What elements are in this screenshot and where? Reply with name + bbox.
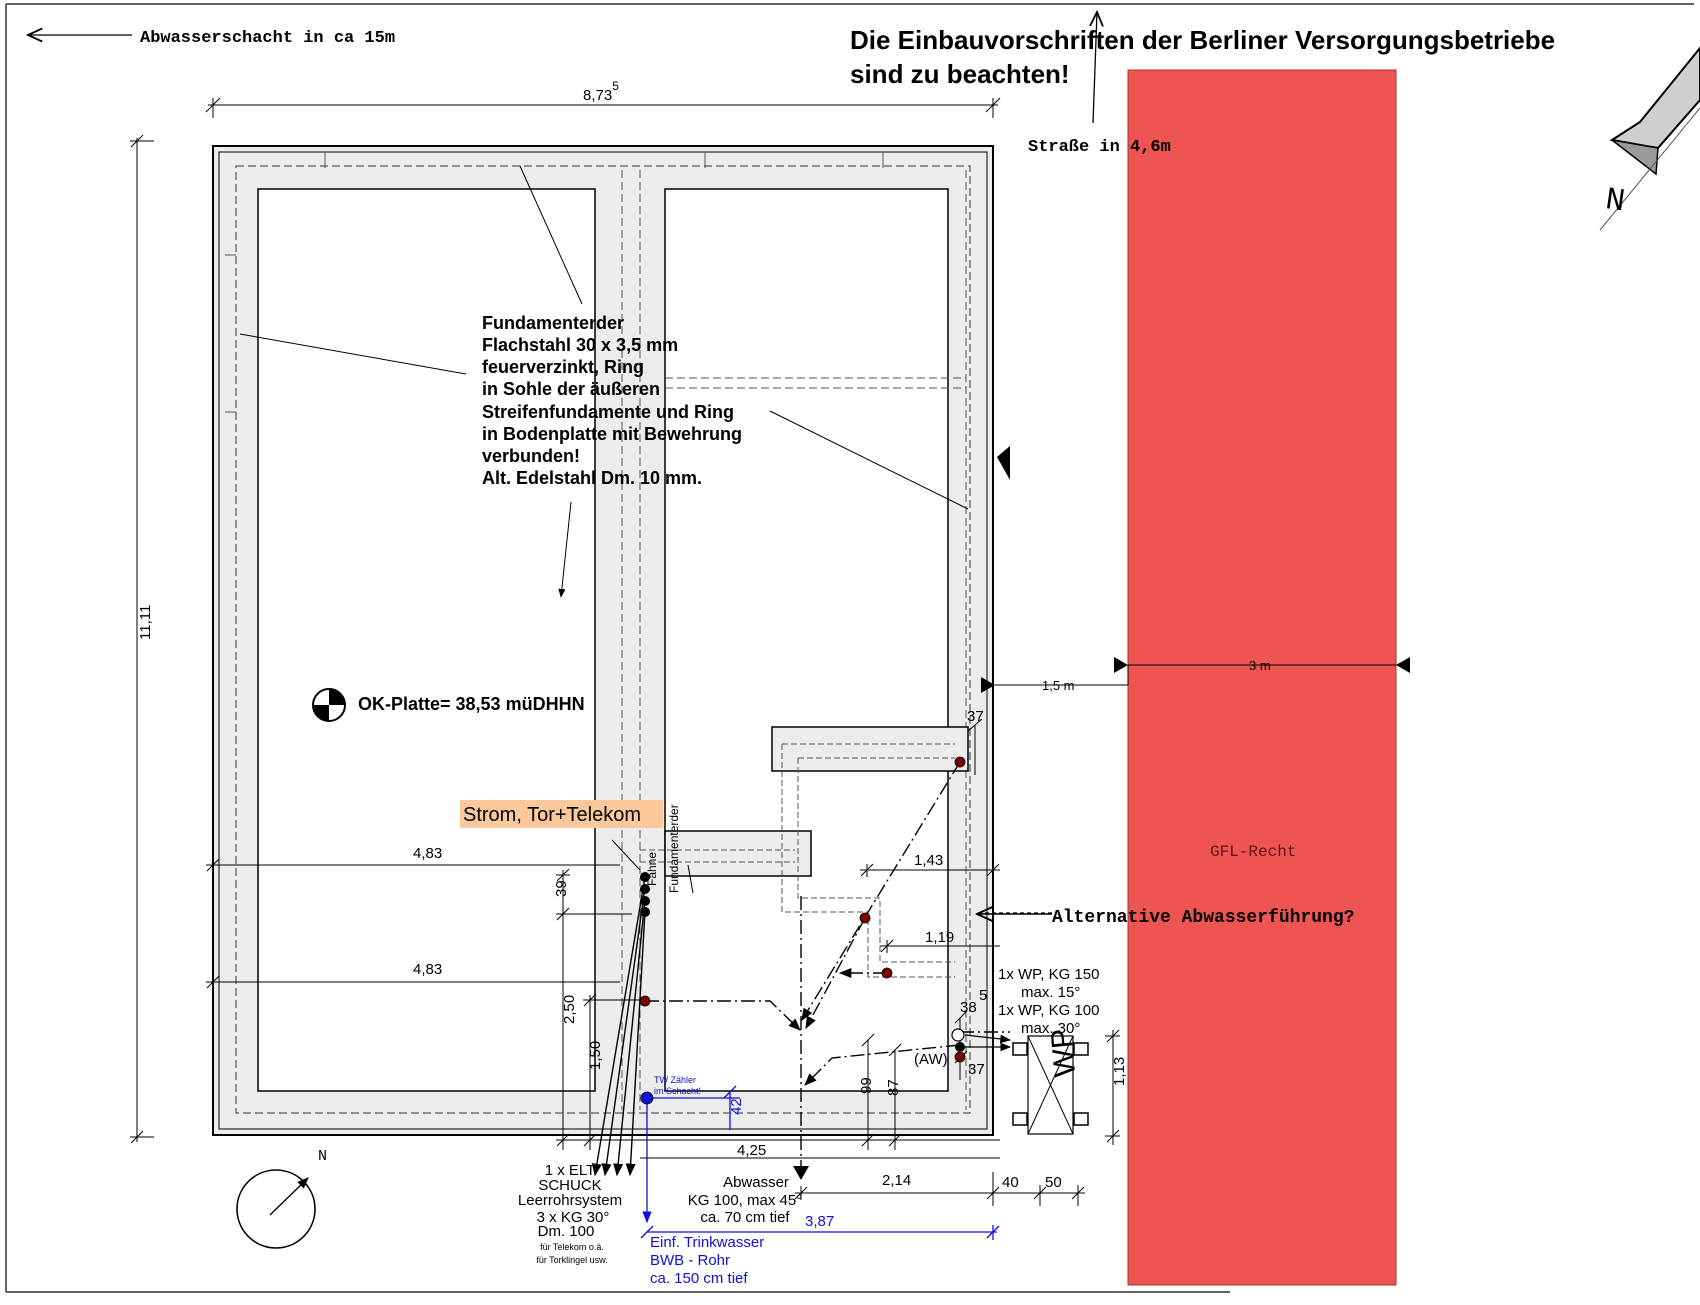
compass-icon xyxy=(236,1169,316,1249)
tw-zahler-1: TW Zähler xyxy=(654,1075,696,1085)
strom-highlight xyxy=(460,800,663,828)
elt-line: 1 x ELT xyxy=(545,1162,596,1179)
north-arrow-icon xyxy=(1599,46,1700,231)
wp-kg100-2: max. 30° xyxy=(1021,1020,1080,1037)
leader-lines xyxy=(239,165,969,894)
note-line: Flachstahl 30 x 3,5 mm xyxy=(482,335,678,355)
dim-1-5m: 1,5 m xyxy=(1042,678,1075,693)
dim-99: 99 xyxy=(858,1077,875,1094)
dim-119: 1,19 xyxy=(925,929,954,946)
abwasser-line: KG 100, max 45° xyxy=(688,1192,802,1209)
trinkwasser-1: Einf. Trinkwasser xyxy=(650,1234,764,1251)
aw-label: (AW) xyxy=(914,1051,948,1068)
sewer-shaft-label: Abwasserschacht in ca 15m xyxy=(140,29,395,48)
dimension-markers xyxy=(981,446,1410,693)
abwasser-line: ca. 70 cm tief xyxy=(700,1209,790,1226)
note-line: in Sohle der äußeren xyxy=(482,379,660,399)
wp-kg100-1: 1x WP, KG 100 xyxy=(998,1002,1099,1019)
dim-387: 3,87 xyxy=(805,1213,834,1230)
wp-kg150-1: 1x WP, KG 150 xyxy=(998,966,1099,983)
foundation-earth-note: Fundamenterder Flachstahl 30 x 3,5 mm fe… xyxy=(482,313,742,488)
elt-line: 3 x KG 30° xyxy=(537,1209,610,1226)
notice-line-1: Die Einbauvorschriften der Berliner Vers… xyxy=(850,25,1555,55)
wp-kg150-2: max. 15° xyxy=(1021,984,1080,1001)
note-line: Streifenfundamente und Ring xyxy=(482,402,734,422)
elt-line: SCHUCK xyxy=(538,1177,601,1194)
street-label: Straße in 4,6m xyxy=(1028,138,1171,157)
sewer-lines xyxy=(645,761,1010,1170)
street-arrow xyxy=(1093,12,1097,124)
note-line: Alt. Edelstahl Dm. 10 mm. xyxy=(482,468,702,488)
strom-label: Strom, Tor+Telekom xyxy=(463,804,641,826)
dim-42: 42 xyxy=(728,1098,745,1115)
dim-150: 1,50 xyxy=(587,1041,604,1070)
dim-483-b: 4,83 xyxy=(413,961,442,978)
dim-5: 5 xyxy=(979,987,987,1004)
wp-unit-label: WP xyxy=(1045,1027,1082,1078)
dim-425: 4,25 xyxy=(737,1142,766,1159)
wp-arrows xyxy=(964,912,1052,1052)
note-line: verbunden! xyxy=(482,446,580,466)
dim-50: 50 xyxy=(1045,1174,1062,1191)
dim-height-left: 11,11 xyxy=(137,605,154,640)
water-meter-point xyxy=(640,1091,654,1105)
dim-214: 2,14 xyxy=(882,1172,911,1189)
sewer-exit-arrow xyxy=(793,1166,809,1180)
dim-37-bottom: 37 xyxy=(968,1061,985,1078)
abwasser-note: Abwasser KG 100, max 45° ca. 70 cm tief xyxy=(688,1174,802,1226)
note-line: Fundamenterder xyxy=(482,313,624,333)
conduit-lines xyxy=(591,876,646,1177)
dim-38: 38 xyxy=(960,999,977,1016)
building-outline xyxy=(212,145,994,1136)
dim-143: 1,43 xyxy=(914,852,943,869)
elt-small-line: für Torklingel usw. xyxy=(536,1255,607,1265)
dim-40: 40 xyxy=(1002,1174,1019,1191)
dim-width-top: 8,735 xyxy=(583,79,619,104)
trinkwasser-3: ca. 150 cm tief xyxy=(650,1270,748,1287)
fahne-label-2: Fundamenterder xyxy=(667,804,681,893)
heat-pump-unit xyxy=(1012,1035,1089,1135)
compass-north-label: N xyxy=(318,1148,327,1165)
ok-platte-label: OK-Platte= 38,53 müDHHN xyxy=(358,694,585,714)
tw-zahler-2: im Schacht! xyxy=(654,1086,701,1096)
elt-line: Leerrohrsystem xyxy=(518,1192,622,1209)
notice-line-2: sind zu beachten! xyxy=(850,59,1070,89)
level-marker-icon xyxy=(312,688,346,722)
elt-small-line: für Telekom o.ä. xyxy=(540,1242,604,1252)
wp-notes: 1x WP, KG 150 max. 15° 1x WP, KG 100 max… xyxy=(914,966,1099,1068)
dim-37-top: 37 xyxy=(967,708,984,725)
alt-sewer-label: Alternative Abwasserführung? xyxy=(1052,908,1354,928)
elt-line: Dm. 100 xyxy=(538,1223,595,1240)
water-pipe xyxy=(640,1085,1000,1240)
note-line: feuerverzinkt, Ring xyxy=(482,357,644,377)
dim-39: 39 xyxy=(553,880,570,897)
dim-113: 1,13 xyxy=(1111,1057,1128,1086)
elt-note: 1 x ELT SCHUCK Leerrohrsystem 3 x KG 30°… xyxy=(518,1162,622,1265)
dim-87: 87 xyxy=(885,1079,902,1096)
dimension-lines xyxy=(130,97,1396,1206)
dim-250: 2,50 xyxy=(561,995,578,1024)
trinkwasser-2: BWB - Rohr xyxy=(650,1252,730,1269)
dim-483-a: 4,83 xyxy=(413,845,442,862)
gfl-label: GFL-Recht xyxy=(1210,843,1296,861)
north-label: N xyxy=(1603,181,1627,220)
conduit-points xyxy=(640,872,650,917)
wp-outlet-filled xyxy=(955,1042,965,1052)
abwasser-line: Abwasser xyxy=(723,1174,789,1191)
wp-outlet-open xyxy=(951,1028,965,1042)
dim-3m: 3 m xyxy=(1249,658,1271,673)
easement-strip xyxy=(1127,69,1397,1286)
note-line: in Bodenplatte mit Bewehrung xyxy=(482,424,742,444)
pipe-points xyxy=(639,756,966,1063)
